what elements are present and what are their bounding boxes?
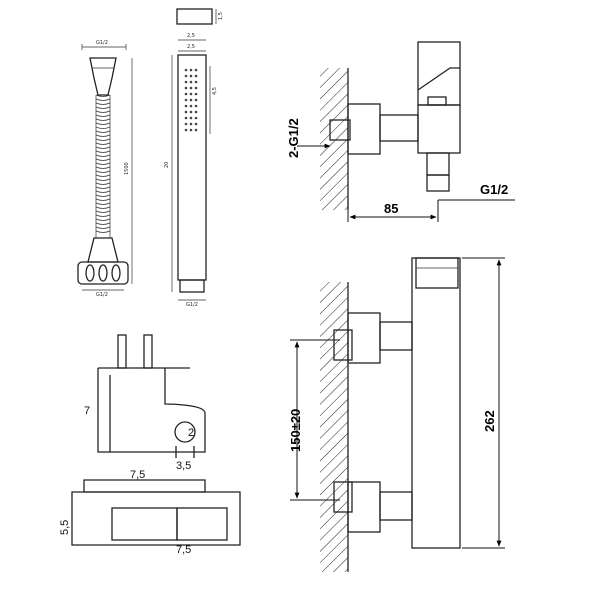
handshower-width-dim: 2,5 <box>187 44 195 50</box>
elbow-height: 5,5 <box>59 520 71 535</box>
handshower-bottom-dim: G1/2 <box>186 302 198 308</box>
valve-inlet-label: 2-G1/2 <box>286 118 301 158</box>
holder-height: 7 <box>84 405 90 417</box>
valve-outlet-label: G1/2 <box>480 182 508 197</box>
hose-top-dim: G1/2 <box>96 40 108 46</box>
holder-depth: 3,5 <box>176 460 191 472</box>
valve-centers-label: 150±20 <box>288 409 303 452</box>
wall-holder-drawing: 7 2 3,5 <box>84 334 206 472</box>
hand-shower-drawing: 2,5 2,5 4,5 20 G1/2 <box>164 33 218 308</box>
elbow-bottom-width: 7,5 <box>176 544 191 556</box>
shower-hose-drawing: G1/2 G1/2 1500 <box>77 40 133 298</box>
valve-offset-label: 85 <box>384 201 398 216</box>
small-block-drawing: 1,5 <box>176 8 224 25</box>
valve-height-label: 262 <box>482 410 497 432</box>
handshower-cap-dim: 2,5 <box>187 33 195 39</box>
valve-top-view: 85 G1/2 2-G1/2 <box>286 41 515 222</box>
hose-bottom-dim: G1/2 <box>96 292 108 298</box>
valve-side-view: 150±20 262 <box>288 257 505 572</box>
elbow-top-width: 7,5 <box>130 469 145 481</box>
small-block-dim: 1,5 <box>218 12 224 20</box>
handshower-spray-dim: 4,5 <box>212 87 218 95</box>
holder-hole: 2 <box>188 427 194 439</box>
hose-length: 1500 <box>124 162 130 175</box>
handshower-length-dim: 20 <box>164 162 170 168</box>
elbow-block-drawing: 7,5 5,5 7,5 <box>59 469 241 556</box>
